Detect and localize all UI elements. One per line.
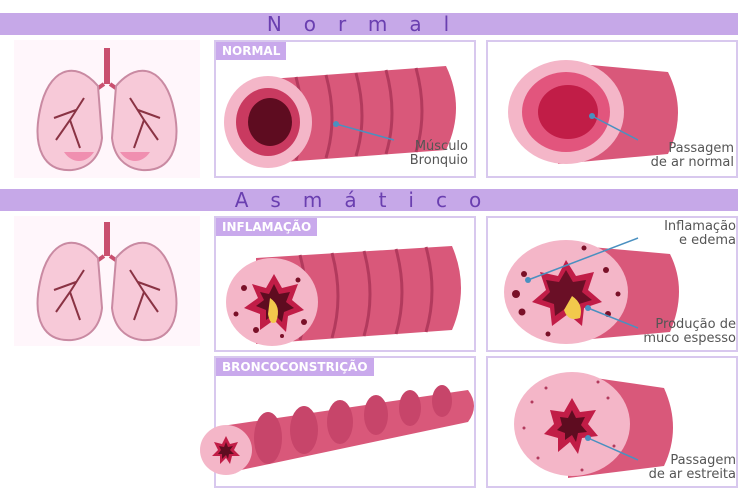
lungs-asthmatic-panel — [14, 216, 200, 346]
label-mucus-production-line2: muco espesso — [643, 332, 736, 346]
label-mucus-production: Produção de muco espesso — [643, 318, 736, 346]
panel-normal: NORMAL Músculo Bronquio — [214, 40, 476, 178]
lungs-normal-illustration — [14, 40, 200, 178]
label-narrow-passage-line2: de ar estreita — [649, 468, 736, 482]
label-inflammation-edema-line1: Inflamação — [664, 220, 736, 234]
label-normal-muscle-line2: Bronquio — [410, 154, 468, 168]
label-normal-muscle-line1: Músculo — [410, 140, 468, 154]
bronchus-constricted-illustration — [188, 370, 488, 490]
panel-inflammation-cross-section: Inflamação e edema Produção de muco espe… — [486, 216, 738, 352]
label-normal-muscle: Músculo Bronquio — [410, 140, 468, 168]
lungs-asthmatic-illustration — [14, 216, 200, 346]
section-title-normal: Normal — [0, 13, 738, 35]
section-title-asthmatic: Asmático — [0, 189, 738, 211]
label-normal-passage-line2: de ar normal — [651, 156, 734, 170]
label-inflammation-edema: Inflamação e edema — [664, 220, 736, 248]
panel-normal-cross-section: Passagem de ar normal — [486, 40, 738, 178]
panel-inflammation: INFLAMAÇÃO — [214, 216, 476, 352]
label-narrow-passage: Passagem de ar estreita — [649, 454, 736, 482]
label-normal-passage: Passagem de ar normal — [651, 142, 734, 170]
label-mucus-production-line1: Produção de — [643, 318, 736, 332]
lungs-normal-panel — [14, 40, 200, 178]
bronchus-inflamed-illustration — [216, 218, 478, 354]
label-normal-passage-line1: Passagem — [651, 142, 734, 156]
panel-bronchoconstriction-cross-section: Passagem de ar estreita — [486, 356, 738, 488]
label-inflammation-edema-line2: e edema — [664, 234, 736, 248]
label-narrow-passage-line1: Passagem — [649, 454, 736, 468]
